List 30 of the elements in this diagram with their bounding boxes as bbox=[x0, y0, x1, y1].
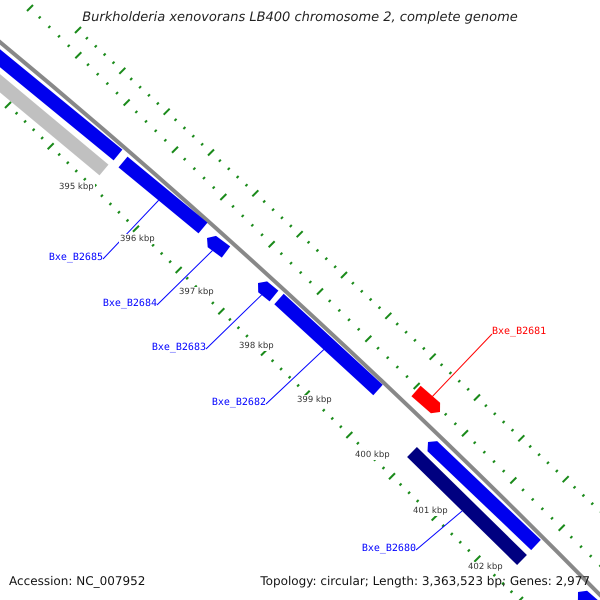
gene-block bbox=[578, 590, 600, 600]
scale-label: 401 kbp bbox=[412, 506, 449, 516]
leader-line bbox=[206, 294, 262, 350]
gene-label: Bxe_B2683 bbox=[152, 341, 206, 354]
leader-line bbox=[416, 510, 463, 550]
gene-label: Bxe_B2682 bbox=[212, 396, 266, 409]
leader-line bbox=[432, 334, 492, 397]
gene-block bbox=[411, 386, 440, 414]
scale-label: 396 kbp bbox=[119, 234, 156, 244]
leader-line bbox=[102, 200, 160, 260]
scale-label: 398 kbp bbox=[238, 341, 275, 351]
genome-summary-text: Topology: circular; Length: 3,363,523 bp; Genes: 2,977 bbox=[260, 574, 590, 588]
scale-label: 402 kbp bbox=[467, 562, 504, 572]
gene-block bbox=[428, 441, 541, 550]
gene-label: Bxe_B2681 bbox=[492, 325, 546, 338]
gene-block bbox=[274, 294, 383, 396]
gene-label: Bxe_B2685 bbox=[48, 251, 103, 264]
scale-label: 397 kbp bbox=[178, 287, 215, 297]
scale-label: 395 kbp bbox=[58, 182, 95, 192]
scale-label: 399 kbp bbox=[296, 395, 333, 405]
scale-label: 400 kbp bbox=[354, 450, 391, 460]
title: Burkholderia xenovorans LB400 chromosome 2, complete genome bbox=[81, 10, 519, 25]
gene-block bbox=[258, 281, 278, 302]
gene-label: Bxe_B2684 bbox=[102, 297, 157, 310]
gene-block bbox=[207, 236, 230, 258]
leader-line bbox=[266, 349, 324, 404]
gene-label: Bxe_B2680 bbox=[362, 542, 416, 555]
gene-block bbox=[118, 156, 208, 234]
accession-text: Accession: NC_007952 bbox=[9, 574, 146, 588]
leader-line bbox=[156, 250, 213, 306]
